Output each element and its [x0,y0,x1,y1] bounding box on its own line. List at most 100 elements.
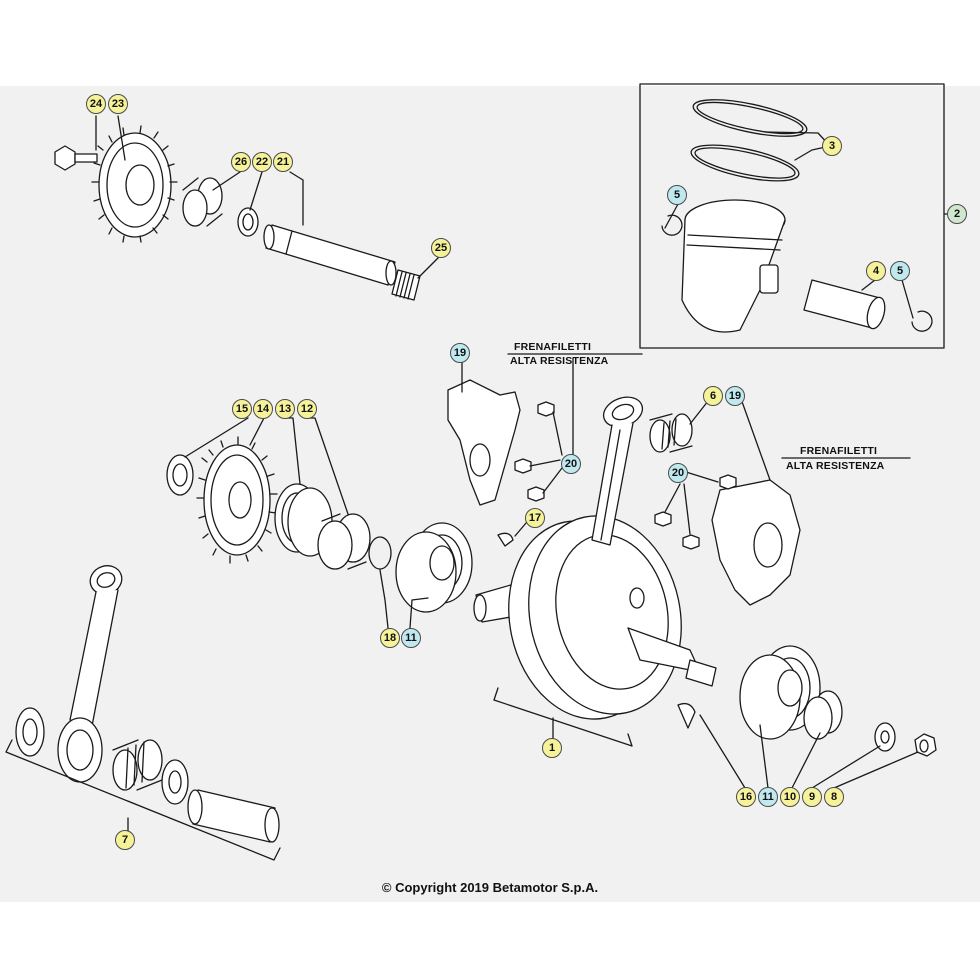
callout-25[interactable]: 25 [431,238,451,258]
leader-21 [289,171,304,226]
callout-2[interactable]: 2 [947,204,967,224]
bracket-19-right-drawing [711,479,801,606]
callout-11-left[interactable]: 11 [401,628,421,648]
bushing-15-drawing [166,454,194,496]
callout-6[interactable]: 6 [703,386,723,406]
bearing-12-drawing [317,513,371,570]
bracket-19-left-drawing [447,379,521,506]
bottom-margin [0,902,980,980]
bearing-26-drawing [182,177,223,227]
threadlock-right-line2: ALTA RESISTENZA [786,460,885,472]
callout-19-left[interactable]: 19 [450,343,470,363]
washer-9-drawing [874,722,896,752]
threadlock-left-line1: FRENAFILETTI [514,341,592,353]
conrod-kit-bearing-drawing [112,739,163,791]
conrod-kit-washer-left-drawing [15,707,45,757]
leader-20a2 [529,459,561,467]
leader-19b [739,395,771,481]
threadlock-right-line1: FRENAFILETTI [800,445,878,457]
top-margin [0,0,980,86]
leader-11a [409,597,429,629]
leader-20a1 [552,411,563,456]
needle-bearing-25-drawing [391,269,421,301]
callout-12[interactable]: 12 [297,399,317,419]
leader-10 [791,732,821,789]
callout-5-right[interactable]: 5 [890,261,910,281]
leader-23 [117,115,126,161]
leader-11b [759,724,769,789]
callout-21[interactable]: 21 [273,152,293,172]
callout-9[interactable]: 9 [802,787,822,807]
leader-3a [764,131,831,147]
balancer-shaft-drawing [263,224,397,286]
callout-15[interactable]: 15 [232,399,252,419]
leader-4 [861,279,876,291]
nut-8-drawing [914,733,937,757]
leader-20b1 [685,471,719,483]
callout-26[interactable]: 26 [231,152,251,172]
callout-13[interactable]: 13 [275,399,295,419]
leader-5a [664,203,679,229]
leader-20b3 [683,483,691,535]
leader-20a3 [542,467,563,494]
main-bearing-left-drawing [395,522,473,613]
callout-23[interactable]: 23 [108,94,128,114]
leader-18 [379,569,389,629]
callout-8[interactable]: 8 [824,787,844,807]
callout-18[interactable]: 18 [380,628,400,648]
piston-drawing [681,199,786,333]
leader-22 [249,171,263,211]
circlip-right-drawing [911,310,933,332]
callout-20-left[interactable]: 20 [561,454,581,474]
piston-ring-upper-drawing [692,99,808,137]
needle-bearing-6-drawing [649,413,693,453]
piston-pin-drawing [803,279,886,330]
leader-14 [249,417,265,446]
leader-16 [699,714,746,789]
woodruff-key-17-drawing [497,532,514,547]
callout-19-right[interactable]: 19 [725,386,745,406]
callout-24[interactable]: 24 [86,94,106,114]
copyright-notice: © Copyright 2019 Betamotor S.p.A. [381,880,599,895]
leader-9 [811,745,881,789]
piston-ring-lower-drawing [690,144,800,182]
callout-20-right[interactable]: 20 [668,463,688,483]
callout-1[interactable]: 1 [542,738,562,758]
leader-5b [901,279,914,319]
leader-26 [212,171,241,191]
gear-14-drawing [196,436,278,564]
oil-seal-13-drawing [274,483,333,557]
screws-20-left-drawing [514,401,555,502]
piston-group-frame [639,83,945,349]
gear-bolt-drawing [54,145,98,171]
callout-10[interactable]: 10 [780,787,800,807]
callout-17[interactable]: 17 [525,508,545,528]
conrod-kit-washer-right-drawing [161,759,189,805]
circlip-left-drawing [661,214,683,236]
callout-7[interactable]: 7 [115,830,135,850]
balancer-gear-drawing [91,125,178,243]
washer-22-drawing [237,207,259,237]
callout-3[interactable]: 3 [822,136,842,156]
leader-15 [184,417,249,458]
screws-20-right-drawing [654,474,737,550]
callout-14[interactable]: 14 [253,399,273,419]
leader-8 [833,751,919,789]
leader-13 [284,417,301,485]
threadlock-left-line2: ALTA RESISTENZA [510,355,609,367]
callout-4[interactable]: 4 [866,261,886,281]
crankshaft-bracket [493,687,633,747]
callout-11-right[interactable]: 11 [758,787,778,807]
bushing-10-drawing [803,690,843,740]
callout-16[interactable]: 16 [736,787,756,807]
conrod-kit-rod-drawing [57,565,123,783]
conrod-kit-pin-drawing [187,789,280,843]
leader-20b2 [664,483,681,513]
crankshaft-drawing [473,515,717,720]
callout-22[interactable]: 22 [252,152,272,172]
callout-5-left[interactable]: 5 [667,185,687,205]
leader-25 [417,257,439,279]
pin-16-drawing [677,702,696,729]
